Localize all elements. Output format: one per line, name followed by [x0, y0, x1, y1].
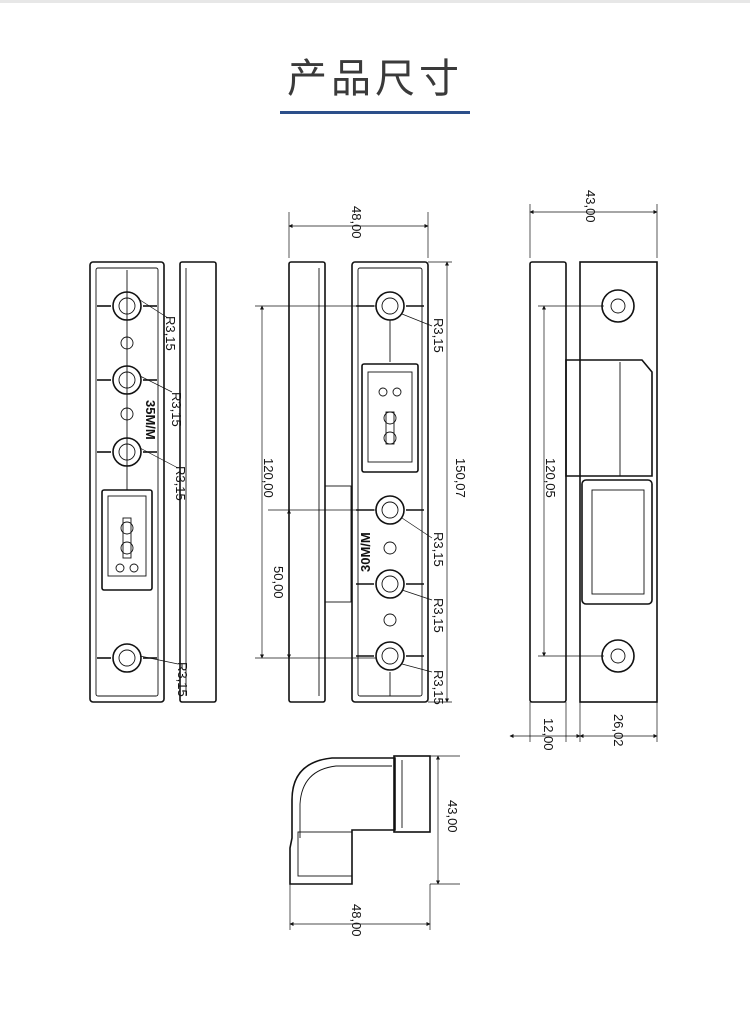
- left-engraving: 35M/M: [143, 400, 158, 440]
- middle-engraving: 30M/M: [358, 532, 373, 572]
- middle-width-label: 48,00: [349, 206, 364, 239]
- middle-radius-3: R3,15: [431, 598, 446, 633]
- right-width-label: 43,00: [583, 190, 598, 223]
- title-underline: [280, 111, 470, 114]
- left-radius-3: R3,15: [173, 466, 188, 501]
- right-offset-b: 26,02: [611, 714, 626, 747]
- left-view: 35M/M R3,15 R3,15 R3,15 R3,15: [89, 261, 217, 703]
- middle-view: 48,00 30M/M 120,00 5: [255, 206, 468, 705]
- middle-radius-4: R3,15: [431, 670, 446, 705]
- top-divider: [0, 0, 750, 3]
- middle-total-height: 150,07: [453, 458, 468, 498]
- right-offset-a: 12,00: [541, 718, 556, 751]
- bottom-height-label: 43,00: [445, 800, 460, 833]
- middle-inner-height: 120,00: [261, 458, 276, 498]
- bottom-width-label: 48,00: [349, 904, 364, 937]
- right-inner-height: 120,05: [543, 458, 558, 498]
- right-view: 43,00 120,05 12,00 26,02: [509, 190, 658, 751]
- middle-radius-1: R3,15: [431, 318, 446, 353]
- page-title: 产品尺寸: [287, 56, 463, 102]
- left-holes: [97, 291, 157, 673]
- left-radius-4: R3,15: [175, 662, 190, 697]
- left-radius-1: R3,15: [163, 316, 178, 351]
- middle-radius-2: R3,15: [431, 532, 446, 567]
- bottom-view: 43,00 48,00: [289, 755, 460, 937]
- left-radius-2: R3,15: [169, 392, 184, 427]
- middle-offset-height: 50,00: [271, 566, 286, 599]
